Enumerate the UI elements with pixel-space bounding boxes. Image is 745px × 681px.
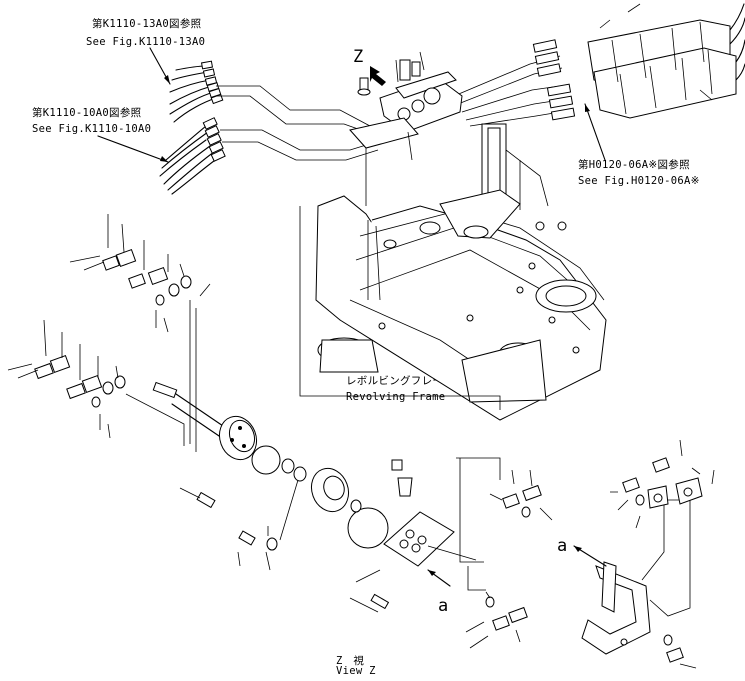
view-label-ja: Z 視 xyxy=(336,654,364,667)
view-label-en: View Z xyxy=(336,665,376,677)
ref-leader-3 xyxy=(584,103,606,161)
fittings-group-lower xyxy=(7,319,185,446)
ref-label-ja-2: 第K1110-10A0図参照 xyxy=(32,106,142,119)
hose-bundle-upper-left xyxy=(169,60,224,123)
arrow-head-icon xyxy=(428,570,436,576)
detail-marker-a: a xyxy=(438,596,448,616)
ref-leader-2 xyxy=(97,135,169,163)
ref-label-ja-1: 第K1110-13A0図参照 xyxy=(92,17,202,30)
arrow-head-icon xyxy=(574,546,582,552)
view-direction-arrow-icon xyxy=(370,66,386,86)
swing-motor-assembly xyxy=(152,381,389,571)
ref-label-en-1: See Fig.K1110-13A0 xyxy=(86,36,205,48)
view-z-detail xyxy=(349,457,553,649)
valve-block xyxy=(349,51,463,161)
fittings-group-upper xyxy=(69,214,211,452)
revolving-frame xyxy=(299,123,607,421)
ref-label-ja-3: 第H0120-06A※図参照 xyxy=(578,158,690,171)
hose-bundle-left xyxy=(159,117,226,195)
frame-label-ja: レボルビングフレーム xyxy=(346,374,454,387)
view-marker-z: Z xyxy=(353,47,363,67)
arrow-head-icon xyxy=(585,104,590,112)
hose-bundle-right xyxy=(532,3,745,121)
ref-label-en-2: See Fig.K1110-10A0 xyxy=(32,123,151,135)
arrow-head-icon xyxy=(164,75,170,84)
ref-label-en-3: See Fig.H0120-06A※ xyxy=(578,175,700,187)
frame-label-en: Revolving Frame xyxy=(346,391,445,403)
detail-marker-a-2: a xyxy=(557,536,567,556)
bracket-detail-a xyxy=(573,439,715,669)
